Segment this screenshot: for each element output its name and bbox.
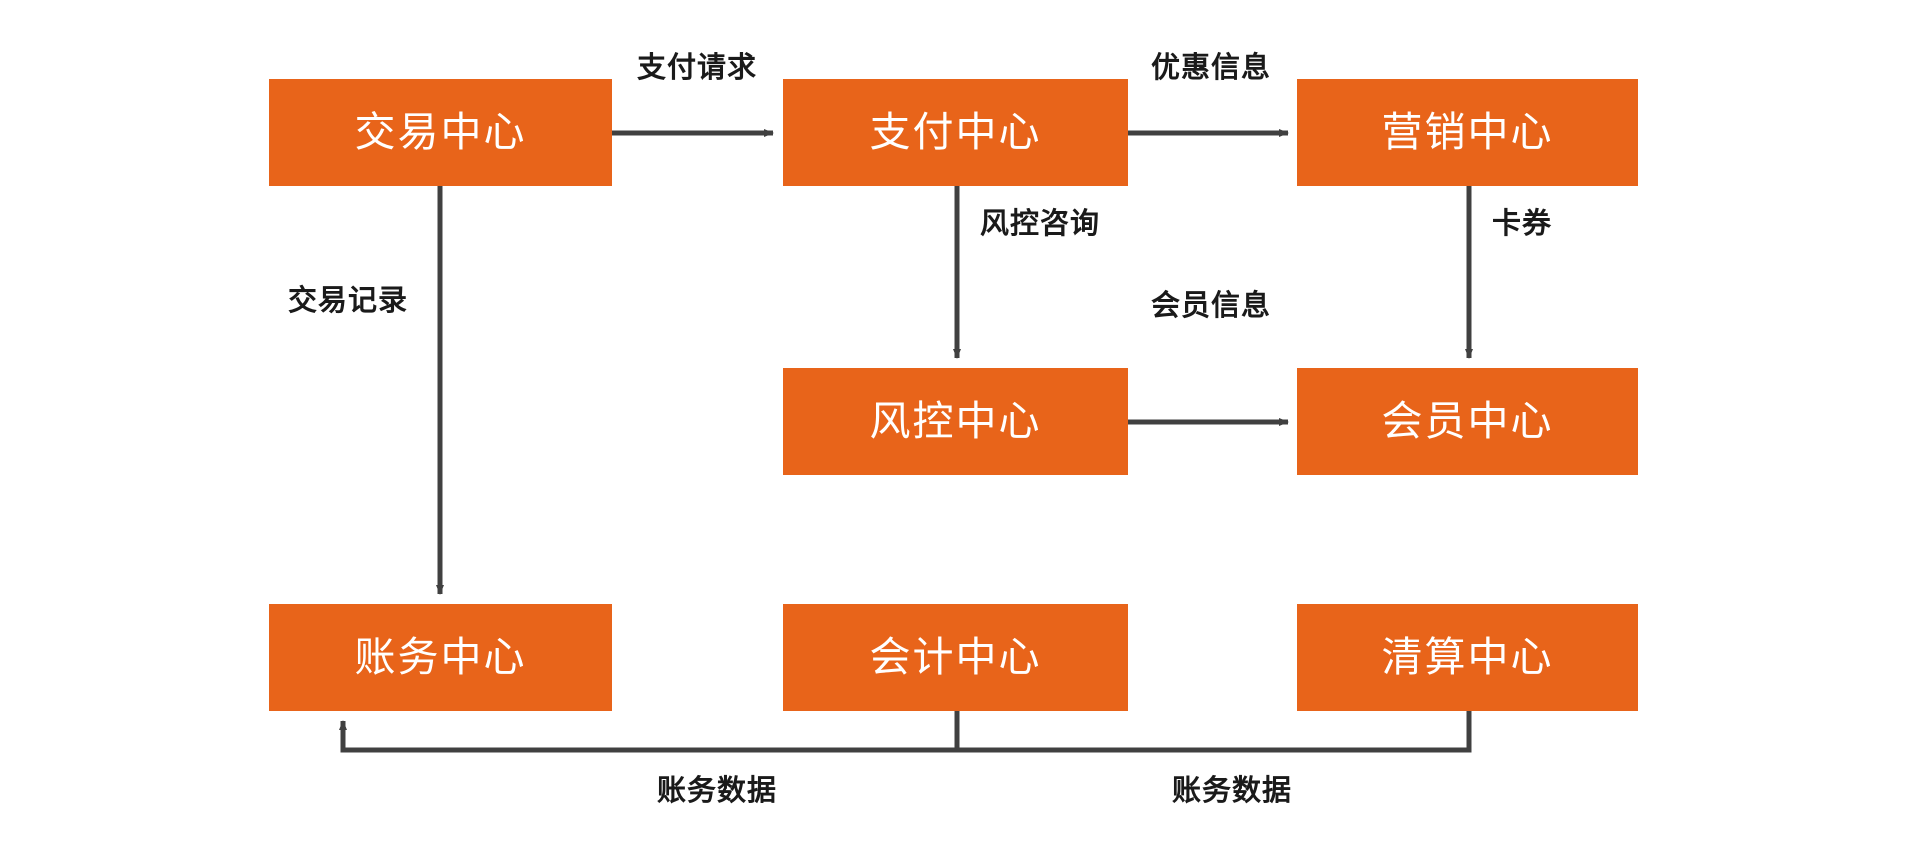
node-label: 会计中心 <box>869 634 1042 680</box>
node-label: 会员中心 <box>1381 398 1554 444</box>
node-marketing-center[interactable]: 营销中心 <box>1297 79 1638 186</box>
edge-label-member-info: 会员信息 <box>1150 290 1272 322</box>
node-payment-center[interactable]: 支付中心 <box>783 79 1128 186</box>
node-risk-control-center[interactable]: 风控中心 <box>783 368 1128 475</box>
edge-label-account-data-left: 账务数据 <box>656 775 778 807</box>
edge-label-payment-request: 支付请求 <box>636 52 758 84</box>
node-member-center[interactable]: 会员中心 <box>1297 368 1638 475</box>
connector-accounting-to-account <box>339 711 960 753</box>
edge-label-account-data-right: 账务数据 <box>1171 775 1293 807</box>
node-trade-center[interactable]: 交易中心 <box>269 79 612 186</box>
node-label: 风控中心 <box>869 398 1042 444</box>
node-label: 交易中心 <box>354 109 527 155</box>
node-label: 账务中心 <box>354 634 527 680</box>
edge-label-risk-consult: 风控咨询 <box>980 208 1101 240</box>
edge-label-promotion-info: 优惠信息 <box>1150 52 1272 84</box>
node-label: 清算中心 <box>1381 634 1554 680</box>
node-settlement-center[interactable]: 清算中心 <box>1297 604 1638 711</box>
edge-label-trade-record: 交易记录 <box>287 285 409 317</box>
connector-settlement-to-account <box>957 711 1472 753</box>
node-label: 营销中心 <box>1381 109 1554 155</box>
node-account-center[interactable]: 账务中心 <box>269 604 612 711</box>
node-accounting-center[interactable]: 会计中心 <box>783 604 1128 711</box>
edge-label-coupon: 卡券 <box>1492 208 1553 240</box>
node-label: 支付中心 <box>869 109 1042 155</box>
